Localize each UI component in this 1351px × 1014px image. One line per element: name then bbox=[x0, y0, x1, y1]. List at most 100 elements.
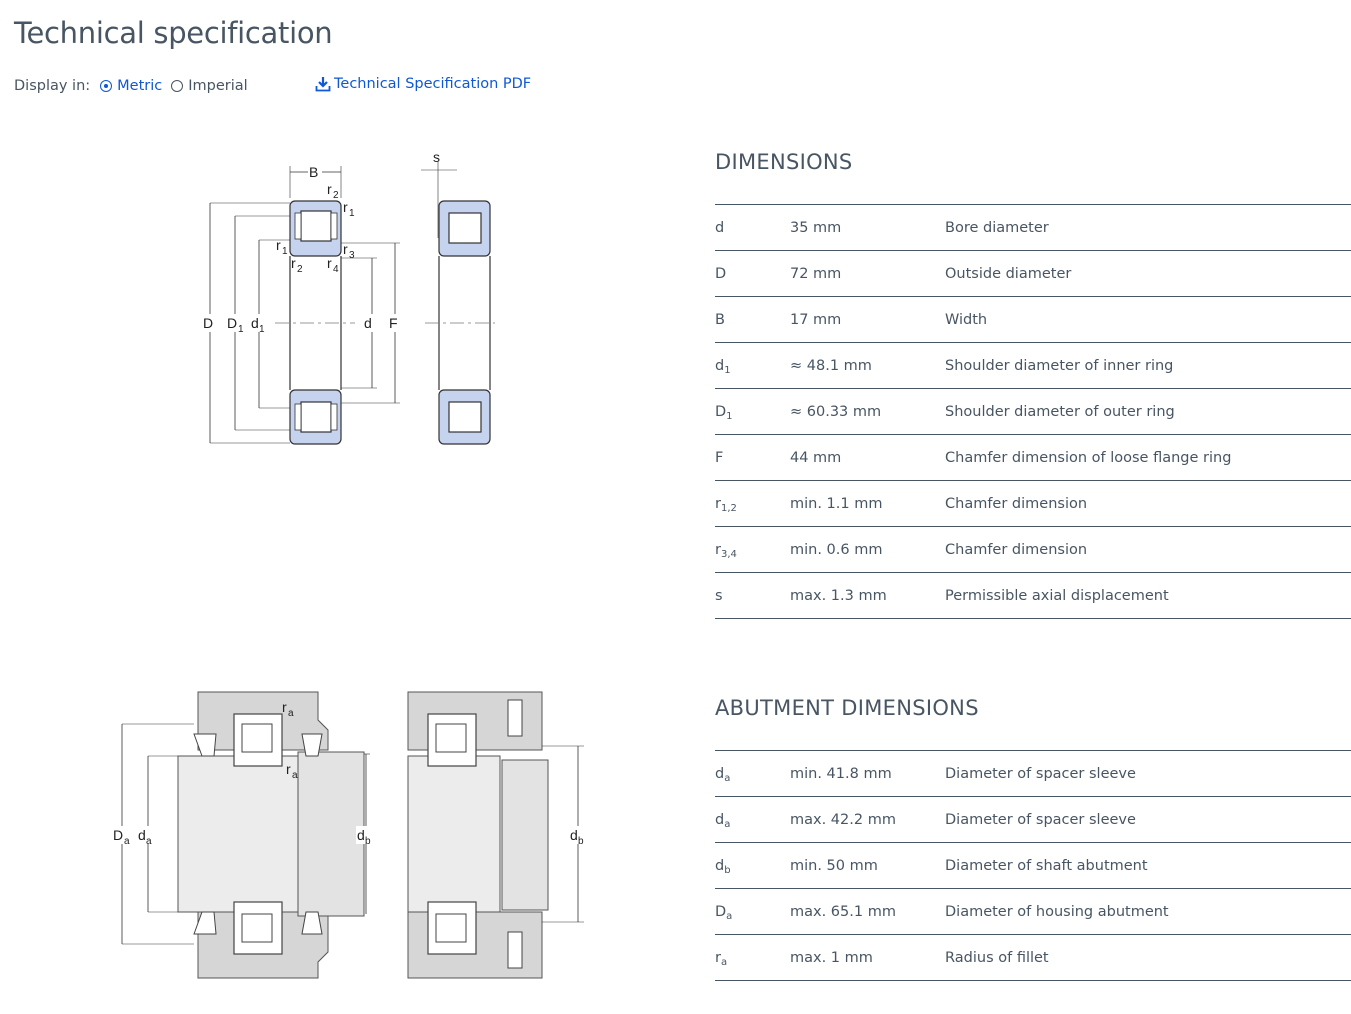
diagram-sub-a4: a bbox=[292, 770, 298, 781]
dimension-description: Chamfer dimension of loose flange ring bbox=[945, 450, 1232, 466]
symbol-subscript: b bbox=[724, 865, 731, 876]
diagram-label-r1-mid: r bbox=[276, 237, 281, 253]
symbol-letter: d bbox=[715, 220, 725, 236]
dimension-value: min. 0.6 mm bbox=[790, 542, 883, 558]
dimension-description: Outside diameter bbox=[945, 266, 1072, 282]
diagram-label-B: B bbox=[309, 164, 318, 180]
diagram-label-Da: D bbox=[113, 827, 123, 843]
symbol-subscript: a bbox=[724, 819, 731, 830]
dimension-description: Shoulder diameter of outer ring bbox=[945, 404, 1175, 420]
symbol-letter: r bbox=[715, 542, 721, 558]
dimension-description: Radius of fillet bbox=[945, 950, 1049, 966]
pdf-download-link[interactable]: Technical Specification PDF bbox=[315, 76, 531, 92]
symbol-letter: d bbox=[715, 812, 725, 828]
diagram-sub-1c: 1 bbox=[349, 208, 355, 219]
dimension-description: Diameter of housing abutment bbox=[945, 904, 1169, 920]
diagram-label-db: d bbox=[357, 827, 365, 843]
table-row: D 72 mm Outside diameter bbox=[715, 251, 1351, 297]
metric-radio[interactable]: Metric bbox=[100, 78, 162, 94]
diagram-sub-b: b bbox=[365, 836, 371, 847]
dimension-value: min. 1.1 mm bbox=[790, 496, 883, 512]
diagram-sub-1: 1 bbox=[238, 324, 244, 335]
table-row: d 35 mm Bore diameter bbox=[715, 205, 1351, 251]
diagram-label-r2-mid: r bbox=[291, 255, 296, 271]
dimension-symbol: ra bbox=[715, 950, 727, 968]
dimension-description: Bore diameter bbox=[945, 220, 1049, 236]
diagram-sub-2: 2 bbox=[333, 190, 339, 201]
diagram-label-r4: r bbox=[327, 255, 332, 271]
metric-label: Metric bbox=[117, 78, 163, 94]
symbol-letter: r bbox=[715, 950, 721, 966]
symbol-letter: r bbox=[715, 496, 721, 512]
dimension-value: ≈ 48.1 mm bbox=[790, 358, 872, 374]
symbol-subscript: 1 bbox=[724, 365, 731, 376]
symbol-subscript: a bbox=[724, 773, 731, 784]
dimension-description: Diameter of spacer sleeve bbox=[945, 766, 1136, 782]
dimension-value: ≈ 60.33 mm bbox=[790, 404, 882, 420]
dimension-symbol: D1 bbox=[715, 404, 733, 422]
dimension-description: Width bbox=[945, 312, 988, 328]
dimension-symbol: F bbox=[715, 450, 723, 466]
symbol-subscript: 1,2 bbox=[720, 503, 737, 514]
diagram-label-da: d bbox=[138, 827, 146, 843]
imperial-label: Imperial bbox=[188, 78, 248, 94]
dimension-symbol: da bbox=[715, 766, 730, 784]
symbol-subscript: a bbox=[720, 957, 728, 968]
symbol-letter: d bbox=[715, 358, 725, 374]
page-title: Technical specification bbox=[14, 16, 333, 50]
diagram-label-r3: r bbox=[343, 241, 348, 257]
dimension-symbol: r3,4 bbox=[715, 542, 737, 560]
dimension-symbol: d bbox=[715, 220, 724, 236]
symbol-letter: d bbox=[715, 858, 725, 874]
imperial-radio[interactable]: Imperial bbox=[171, 78, 248, 94]
dimension-symbol: B bbox=[715, 312, 725, 328]
symbol-subscript: 3,4 bbox=[720, 549, 737, 560]
radio-unchecked-icon bbox=[171, 80, 184, 92]
table-row: r3,4 min. 0.6 mm Chamfer dimension bbox=[715, 527, 1351, 573]
diagram-sub-2b: 2 bbox=[297, 264, 303, 275]
diagram-sub-a3: a bbox=[288, 708, 294, 719]
symbol-letter: B bbox=[715, 312, 725, 328]
bearing-dimension-diagram: B s D D 1 d 1 d F r 2 r 1 r 1 r 3 r 2 r … bbox=[201, 149, 495, 445]
diagram-label-F: F bbox=[389, 315, 398, 331]
dimensions-heading: DIMENSIONS bbox=[715, 150, 853, 174]
symbol-subscript: 1 bbox=[726, 411, 733, 422]
abutment-heading: ABUTMENT DIMENSIONS bbox=[715, 696, 979, 720]
dimension-value: min. 50 mm bbox=[790, 858, 878, 874]
dimension-description: Shoulder diameter of inner ring bbox=[945, 358, 1174, 374]
dimension-symbol: da bbox=[715, 812, 730, 830]
diagram-label-ra-mid: r bbox=[286, 761, 291, 777]
radio-checked-icon bbox=[100, 80, 113, 92]
dimension-value: 72 mm bbox=[790, 266, 842, 282]
diagram-sub-a: a bbox=[124, 836, 130, 847]
symbol-letter: s bbox=[715, 588, 723, 604]
dimension-value: 35 mm bbox=[790, 220, 842, 236]
diagram-label-s: s bbox=[433, 149, 440, 165]
diagram-sub-3: 3 bbox=[349, 250, 355, 261]
table-row: d1 ≈ 48.1 mm Shoulder diameter of inner ri… bbox=[715, 343, 1351, 389]
dimension-description: Diameter of spacer sleeve bbox=[945, 812, 1136, 828]
table-row: D1 ≈ 60.33 mm Shoulder diameter of outer r… bbox=[715, 389, 1351, 435]
symbol-letter: D bbox=[715, 904, 727, 920]
dimension-value: max. 1 mm bbox=[790, 950, 873, 966]
dimension-symbol: Da bbox=[715, 904, 732, 922]
display-in-label: Display in: bbox=[14, 78, 91, 94]
dimension-value: max. 42.2 mm bbox=[790, 812, 896, 828]
dimension-description: Chamfer dimension bbox=[945, 542, 1088, 558]
diagram-sub-a2: a bbox=[146, 836, 152, 847]
dimension-symbol: D bbox=[715, 266, 726, 282]
symbol-letter: F bbox=[715, 450, 724, 466]
symbol-letter: D bbox=[715, 266, 727, 282]
diagram-sub-4: 4 bbox=[333, 264, 339, 275]
diagram-label-r2-top: r bbox=[327, 181, 332, 197]
diagram-label-r1-top: r bbox=[343, 199, 348, 215]
pdf-link-label: Technical Specification PDF bbox=[334, 76, 532, 92]
diagram-label-D1: D bbox=[227, 315, 237, 331]
table-row: ra max. 1 mm Radius of fillet bbox=[715, 935, 1351, 981]
dimension-description: Diameter of shaft abutment bbox=[945, 858, 1148, 874]
diagram-label-d: d bbox=[364, 315, 372, 331]
